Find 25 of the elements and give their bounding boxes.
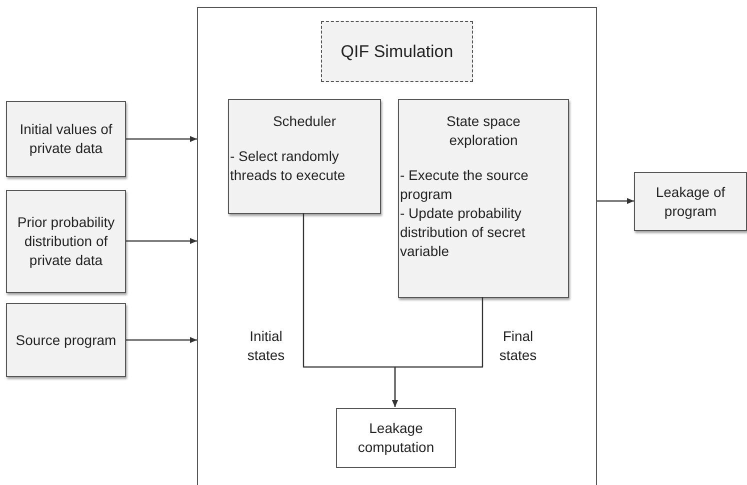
- box-heading: State space exploration: [446, 112, 522, 150]
- arrow: [126, 337, 197, 343]
- box-heading: Scheduler: [272, 112, 338, 131]
- box-text: Source program: [14, 330, 118, 350]
- input-box: [6, 101, 126, 177]
- box-text: - Select randomly threads to execute: [229, 147, 346, 185]
- arrow: [597, 198, 634, 204]
- box-text: Leakage of program: [654, 182, 726, 220]
- box-text: Leakage computation: [356, 419, 436, 457]
- process-box: [398, 99, 569, 298]
- box-text: - Update probability distribution of secret variable: [399, 204, 526, 261]
- input-box: [6, 303, 126, 377]
- simulation-frame: [197, 7, 597, 485]
- input-box: [6, 190, 126, 293]
- box-text: Prior probability distribution of private data: [16, 213, 116, 270]
- process-box: [228, 99, 381, 214]
- arrow: [392, 297, 484, 407]
- box-text: - Execute the source program: [399, 166, 530, 204]
- arrow: [126, 136, 197, 142]
- box-text: QIF Simulation: [340, 42, 454, 61]
- process-box: [336, 408, 456, 468]
- box-text: Initial values of private data: [18, 120, 114, 158]
- output-box: [634, 172, 747, 231]
- title-box: [321, 21, 473, 82]
- arrow: [126, 238, 197, 244]
